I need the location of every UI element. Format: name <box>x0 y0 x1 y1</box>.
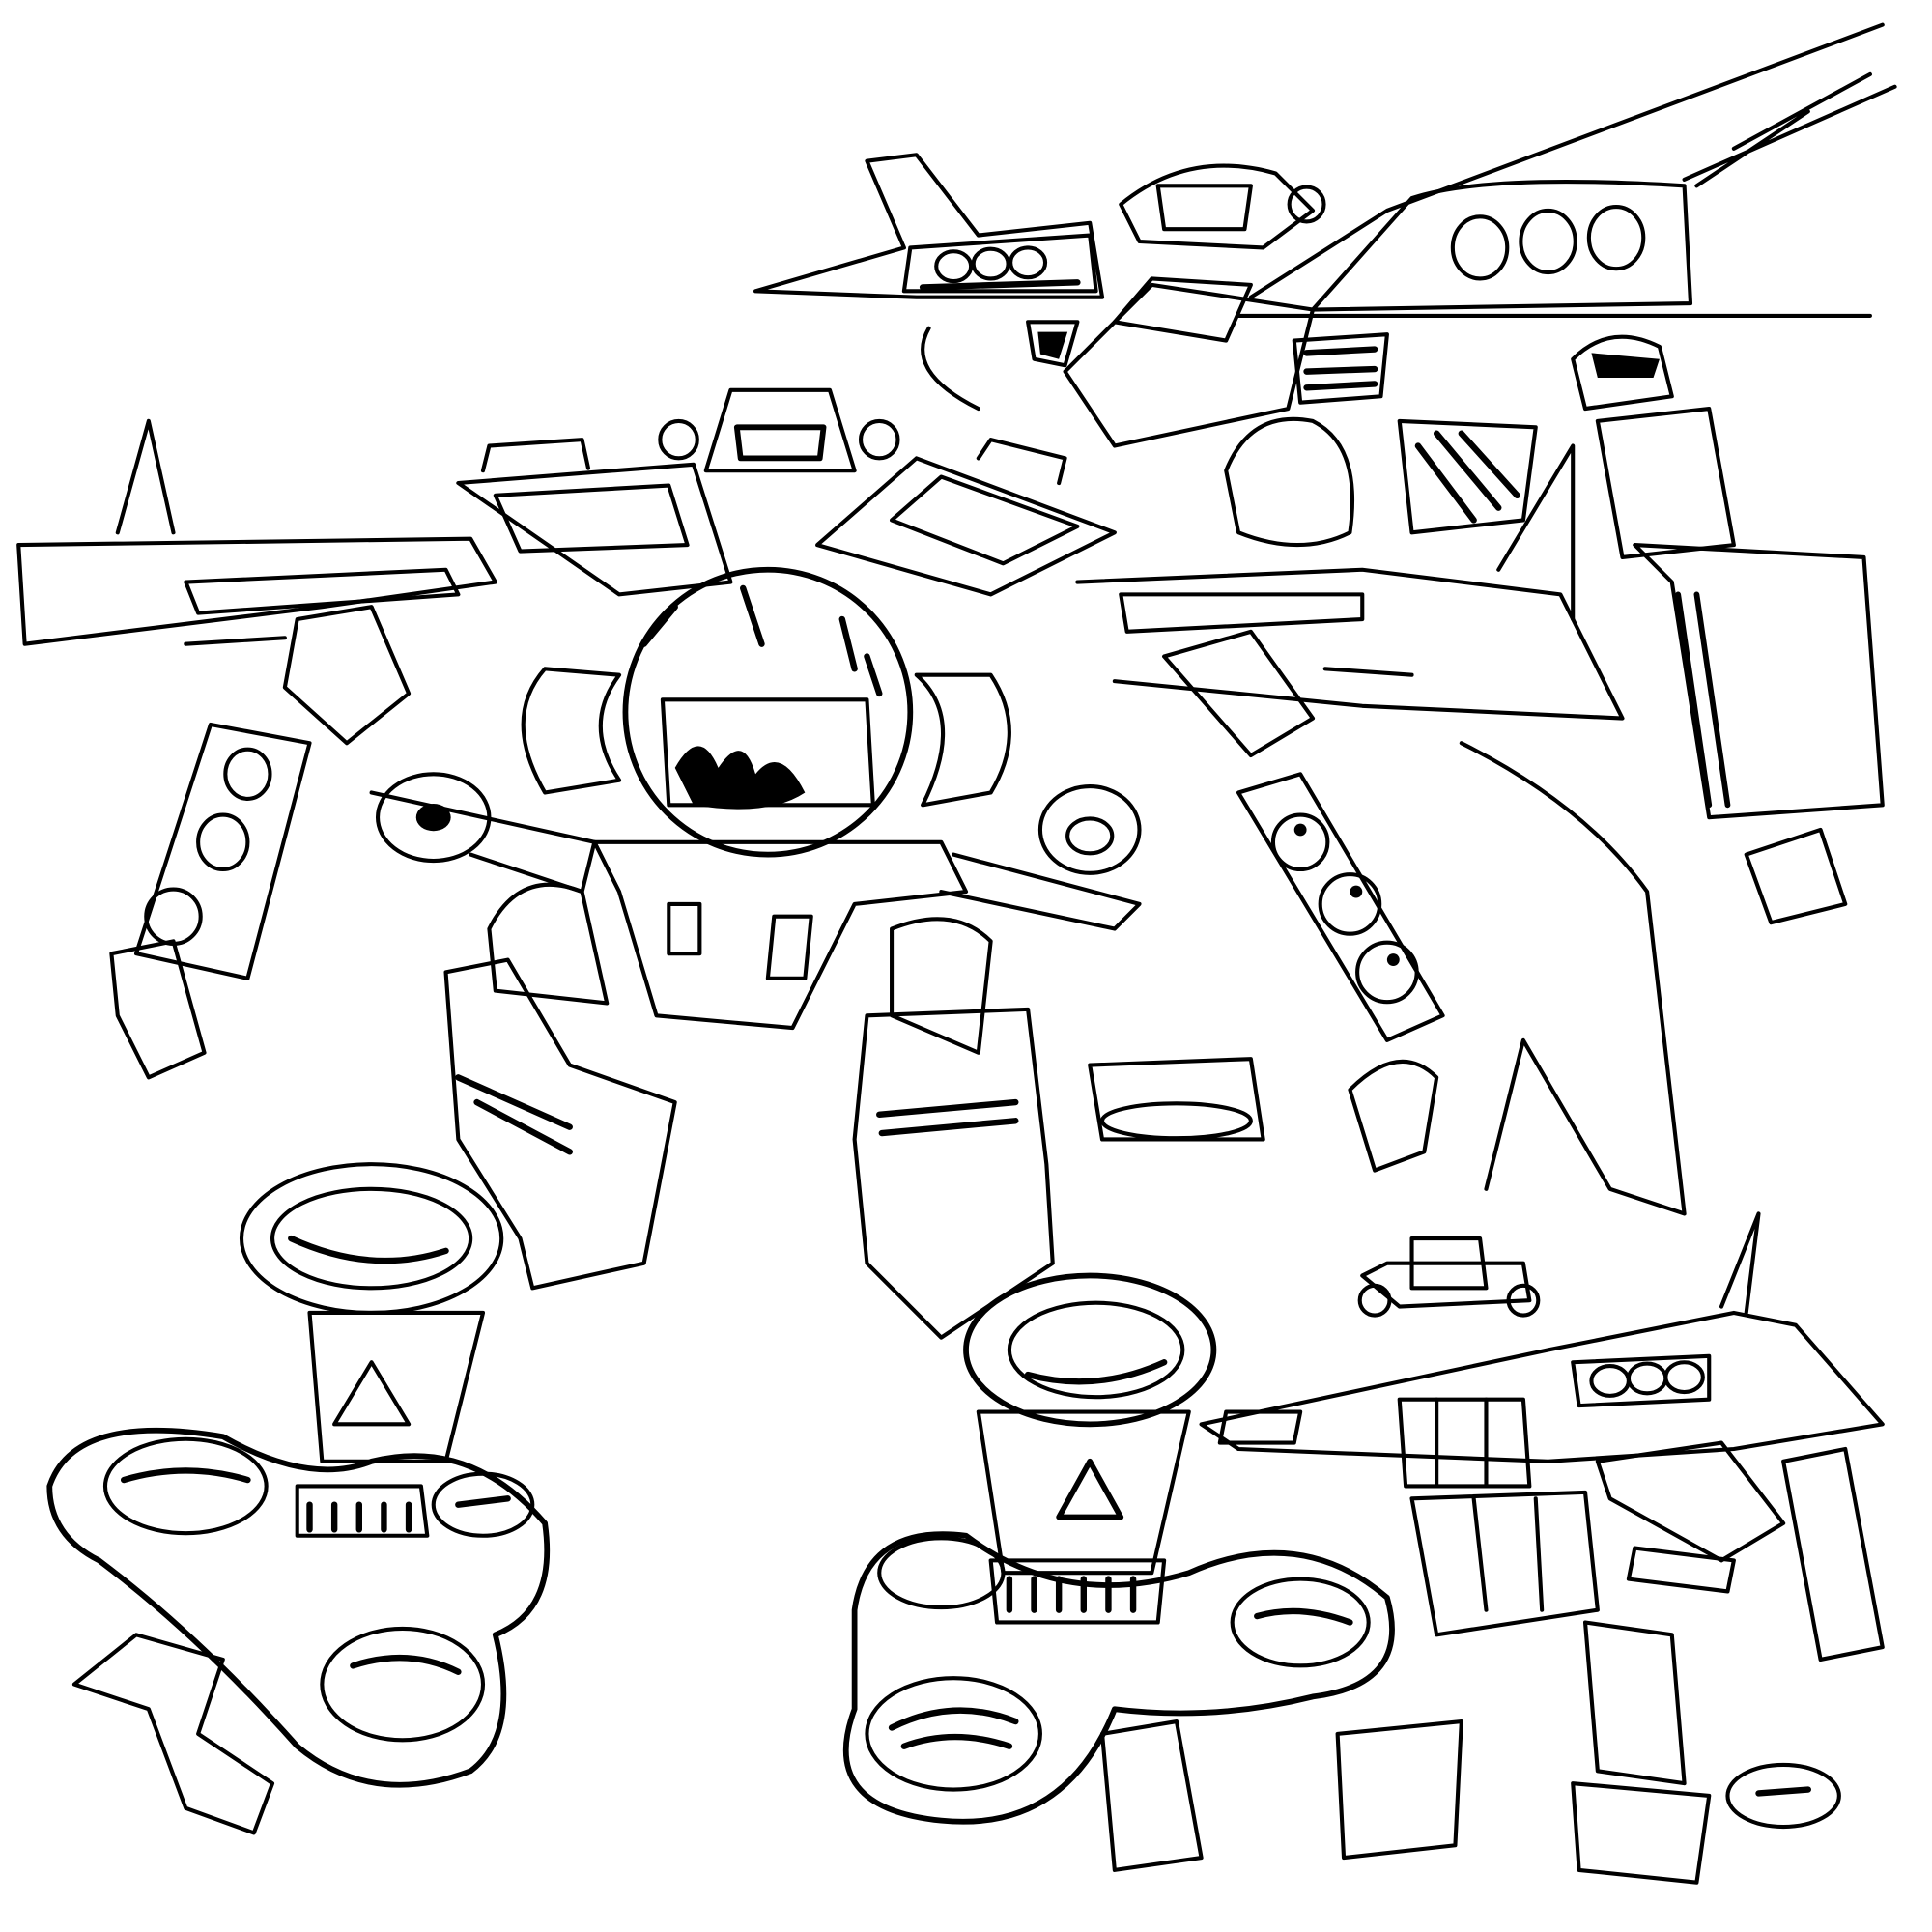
upper-right-robot <box>753 22 1897 1216</box>
lower-right-robot <box>843 1211 1885 1885</box>
center-robot <box>16 387 1625 1538</box>
lower-left-spinner <box>46 1427 551 1835</box>
